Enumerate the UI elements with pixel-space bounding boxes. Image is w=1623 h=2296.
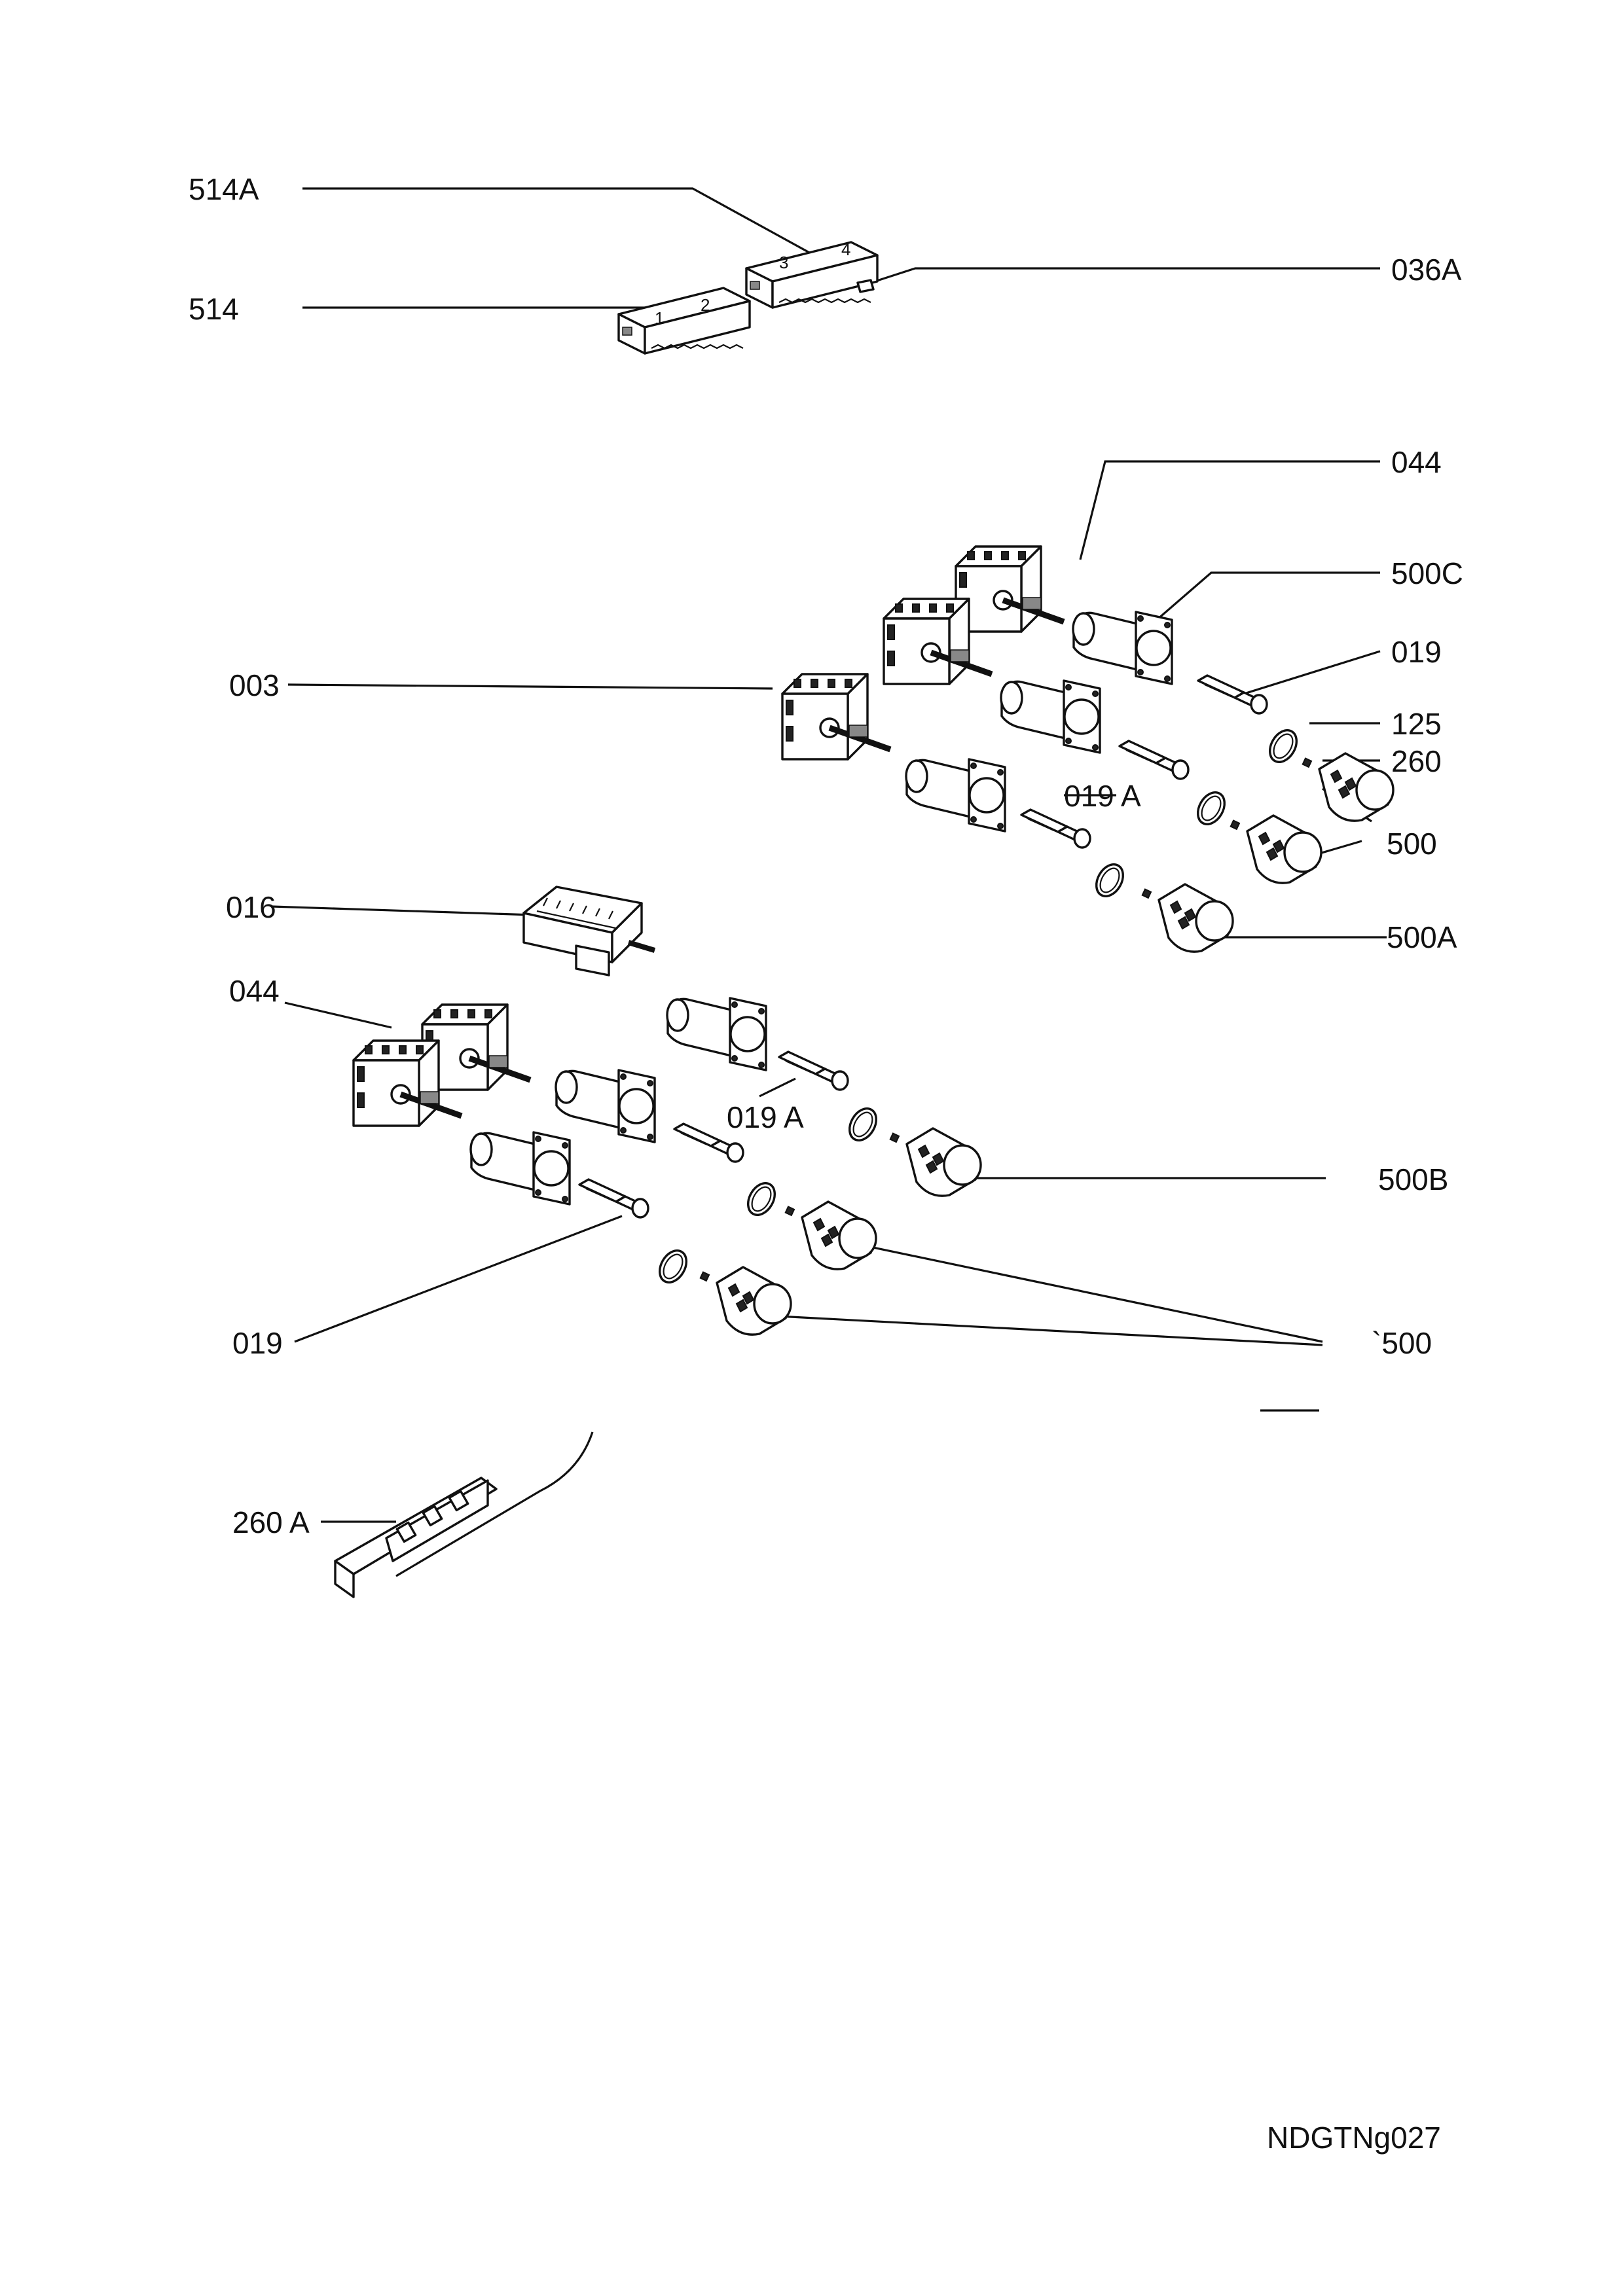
label-044-top: 044	[1391, 445, 1442, 479]
svg-text:4: 4	[841, 240, 850, 259]
shaft-extension-019A-mid-icon	[778, 1050, 849, 1091]
label-500-bottom: `500	[1372, 1326, 1432, 1360]
label-500A: 500A	[1387, 920, 1457, 954]
bezel-bracket-c-icon	[666, 997, 767, 1071]
o-ring-e-icon	[653, 1244, 693, 1289]
label-003: 003	[229, 668, 280, 702]
o-ring-c-icon	[843, 1102, 883, 1147]
bezel-bracket-500C-icon	[1072, 611, 1173, 685]
label-500C: 500C	[1391, 556, 1463, 590]
label-260A: 260 A	[232, 1505, 310, 1539]
control-knob-500-c-icon	[784, 1200, 877, 1270]
control-knob-500-d-icon	[699, 1266, 792, 1336]
label-500B: 500B	[1378, 1162, 1448, 1196]
o-ring-b-icon	[1089, 858, 1130, 903]
shaft-extension-019-b-icon	[1118, 740, 1190, 780]
leader-lines	[271, 187, 1387, 1577]
label-514A: 514A	[189, 172, 259, 206]
diagram-code: NDGTNg027	[1267, 2121, 1441, 2155]
label-019-top: 019	[1391, 635, 1442, 669]
rotary-switch-003-icon	[782, 674, 890, 759]
bezel-bracket-a-icon	[1000, 679, 1101, 754]
o-ring-a-icon	[1191, 786, 1231, 831]
label-019A-top: 019 A	[1064, 779, 1141, 813]
svg-text:2: 2	[701, 295, 710, 315]
label-016: 016	[226, 890, 276, 924]
label-514: 514	[189, 292, 239, 326]
bezel-bracket-d-icon	[555, 1069, 656, 1143]
selector-switch-016-icon	[522, 886, 656, 977]
rotary-switch-044-a-icon	[956, 547, 1064, 632]
lamp-holder-260A-icon	[334, 1477, 498, 1598]
label-019-bottom: 019	[232, 1326, 283, 1360]
svg-text:3: 3	[779, 253, 788, 272]
control-knob-500B-icon	[889, 1127, 982, 1197]
o-ring-125-icon	[1263, 724, 1304, 768]
svg-text:1: 1	[655, 308, 664, 328]
shaft-extension-019-d-icon	[578, 1178, 649, 1219]
control-knob-500-a-icon	[1302, 752, 1395, 822]
bezel-bracket-b-icon	[905, 758, 1006, 833]
label-036A: 036A	[1391, 253, 1462, 287]
bezel-bracket-e-icon	[469, 1131, 571, 1206]
label-260: 260	[1391, 744, 1442, 778]
wire-clip-036A-icon	[856, 279, 875, 293]
o-ring-d-icon	[741, 1177, 782, 1221]
terminal-block-514A-icon: 3 4	[745, 240, 879, 309]
control-knob-500A-icon	[1141, 883, 1234, 953]
label-500-top: 500	[1387, 827, 1437, 861]
terminal-block-514-icon: 1 2	[617, 287, 751, 355]
shaft-extension-019-a-icon	[1197, 674, 1268, 715]
label-044-left: 044	[229, 974, 280, 1008]
label-125: 125	[1391, 707, 1442, 741]
label-019A-mid: 019 A	[727, 1100, 804, 1134]
control-knob-500-b-icon	[1230, 814, 1322, 884]
shaft-extension-019A-icon	[1020, 808, 1091, 849]
